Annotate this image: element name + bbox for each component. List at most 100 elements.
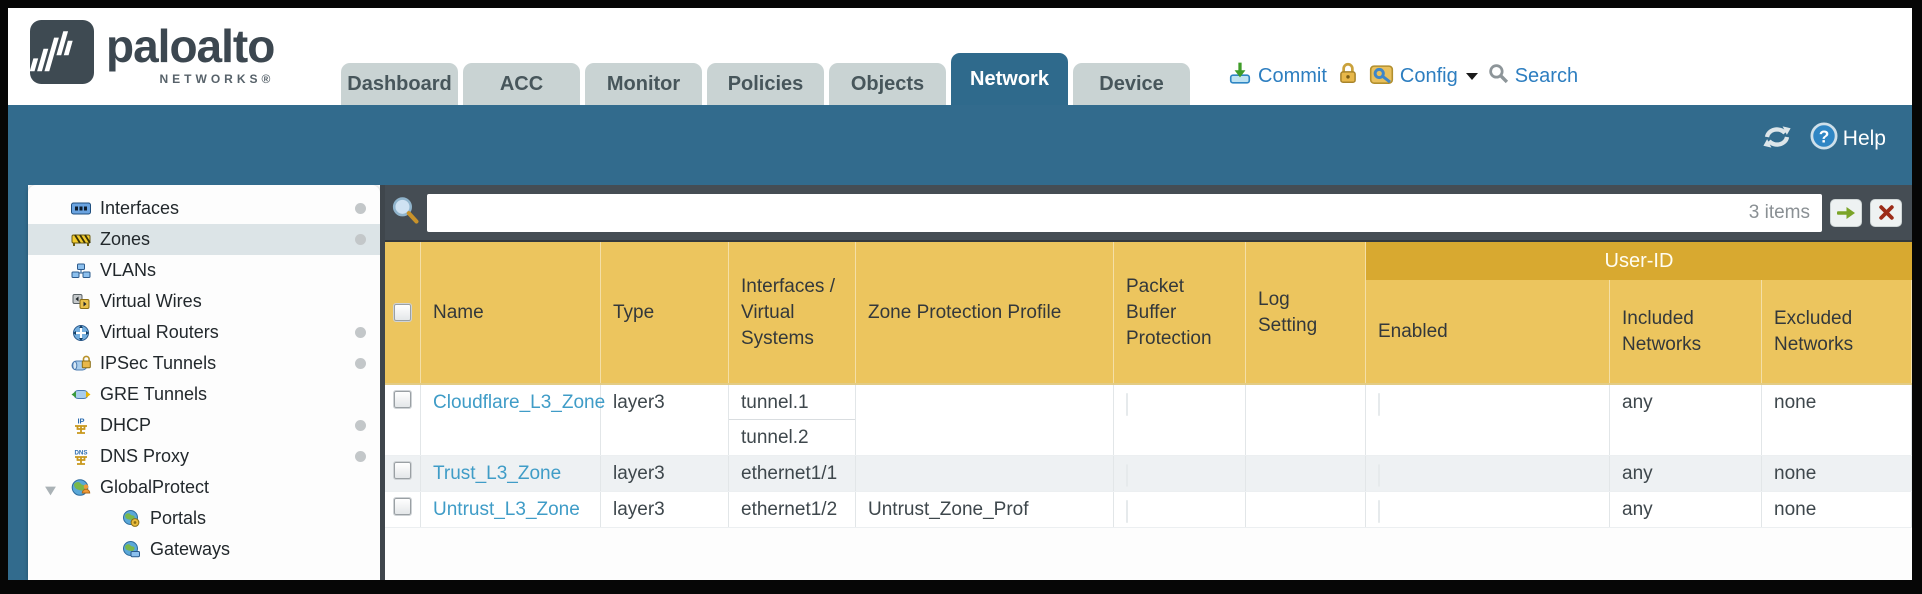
zone-name-link[interactable]: Untrust_L3_Zone [433, 499, 580, 520]
tab-acc[interactable]: ACC [463, 63, 580, 105]
tab-dashboard[interactable]: Dashboard [341, 63, 458, 105]
tab-objects[interactable]: Objects [829, 63, 946, 105]
tab-device[interactable]: Device [1073, 63, 1190, 105]
chevron-down-icon [1465, 72, 1478, 80]
filter-toolbar: 3 items [385, 185, 1912, 240]
log-setting [1246, 456, 1366, 491]
main-nav-tabs: Dashboard ACC Monitor Policies Objects N… [341, 53, 1190, 105]
user-id-enabled-checkbox[interactable] [1378, 393, 1380, 416]
packet-buffer-checkbox[interactable] [1126, 464, 1128, 487]
sidebar-item-dhcp[interactable]: IP DHCP [28, 410, 380, 441]
sidebar-item-gateways[interactable]: Gateways [28, 534, 380, 565]
status-dot [355, 358, 366, 369]
column-header-zone-protection[interactable]: Zone Protection Profile [856, 242, 1114, 383]
expand-triangle-icon[interactable] [44, 481, 57, 502]
column-header-name[interactable]: Name [421, 242, 601, 383]
zone-interfaces: tunnel.1 tunnel.2 [729, 385, 856, 455]
select-all-checkbox[interactable] [393, 303, 412, 322]
table-row: Cloudflare_L3_Zone layer3 tunnel.1 tunne… [385, 385, 1912, 456]
commit-button[interactable]: Commit [1228, 61, 1327, 91]
column-header-excluded-networks[interactable]: Excluded Networks [1762, 280, 1912, 383]
column-header-included-networks[interactable]: Included Networks [1610, 280, 1762, 383]
portals-icon [120, 509, 142, 528]
sidebar-item-dns-proxy[interactable]: DNS DNS Proxy [28, 441, 380, 472]
dns-proxy-icon: DNS [70, 447, 92, 466]
zones-table-body: Cloudflare_L3_Zone layer3 tunnel.1 tunne… [385, 385, 1912, 528]
items-count: 3 items [1748, 201, 1810, 223]
excluded-networks: none [1762, 492, 1912, 527]
interface-entry: tunnel.1 [729, 385, 855, 420]
zone-name-link[interactable]: Cloudflare_L3_Zone [433, 392, 606, 413]
included-networks: any [1610, 456, 1762, 491]
sidebar-item-interfaces[interactable]: Interfaces [28, 193, 380, 224]
select-all-checkbox-cell [385, 242, 421, 383]
zones-table-header: Name Type Interfaces / Virtual Systems Z… [385, 240, 1912, 385]
sidebar-item-globalprotect[interactable]: GlobalProtect [28, 472, 380, 503]
excluded-networks: none [1762, 385, 1912, 455]
column-header-enabled[interactable]: Enabled [1366, 280, 1610, 383]
column-header-packet-buffer[interactable]: Packet Buffer Protection [1114, 242, 1246, 383]
filter-input-wrap: 3 items [427, 193, 1822, 232]
table-empty-area [385, 528, 1912, 580]
column-header-interfaces[interactable]: Interfaces / Virtual Systems [729, 242, 856, 383]
refresh-icon[interactable] [1761, 123, 1793, 156]
packet-buffer-checkbox[interactable] [1126, 500, 1128, 523]
tab-monitor[interactable]: Monitor [585, 63, 702, 105]
sidebar-item-portals[interactable]: Portals [28, 503, 380, 534]
left-teal-strip [8, 185, 28, 580]
zone-interfaces: ethernet1/2 [729, 492, 856, 527]
interface-entry: tunnel.2 [741, 427, 809, 448]
virtual-wires-icon [70, 293, 92, 310]
clear-filter-button[interactable] [1870, 198, 1902, 227]
tab-network[interactable]: Network [951, 53, 1068, 105]
status-dot [355, 234, 366, 245]
sidebar-item-virtual-routers[interactable]: Virtual Routers [28, 317, 380, 348]
zone-name-link[interactable]: Trust_L3_Zone [433, 463, 562, 484]
context-band: ? Help [8, 105, 1912, 185]
sidebar-item-vlans[interactable]: VLANs [28, 255, 380, 286]
zone-protection-profile: Untrust_Zone_Prof [856, 492, 1114, 527]
brand-sub: NETWORKS® [159, 72, 275, 86]
header-actions: Commit Config [1228, 61, 1578, 91]
brand-name: paloalto [106, 20, 275, 72]
filter-input[interactable] [439, 193, 1749, 232]
svg-text:?: ? [1819, 126, 1830, 146]
user-id-group-header: User-ID [1366, 242, 1912, 280]
workspace: Interfaces Zones VLANs Vir [8, 185, 1912, 580]
log-setting [1246, 385, 1366, 455]
zone-type: layer3 [601, 385, 729, 455]
svg-text:IP: IP [77, 417, 84, 426]
packet-buffer-checkbox[interactable] [1126, 393, 1128, 416]
zone-type: layer3 [601, 456, 729, 491]
gre-tunnels-icon [70, 387, 92, 402]
row-checkbox[interactable] [393, 497, 412, 516]
zone-interfaces: ethernet1/1 [729, 456, 856, 491]
user-id-column-group: User-ID Enabled Included Networks Exclud… [1366, 242, 1912, 383]
apply-filter-button[interactable] [1830, 198, 1862, 227]
tab-policies[interactable]: Policies [707, 63, 824, 105]
ipsec-tunnels-icon [70, 355, 92, 372]
row-checkbox[interactable] [393, 390, 412, 409]
sidebar-item-ipsec-tunnels[interactable]: IPSec Tunnels [28, 348, 380, 379]
sidebar-item-gre-tunnels[interactable]: GRE Tunnels [28, 379, 380, 410]
status-dot [355, 451, 366, 462]
table-row: Untrust_L3_Zone layer3 ethernet1/2 Untru… [385, 492, 1912, 528]
user-id-enabled-checkbox[interactable] [1378, 464, 1380, 487]
interfaces-icon [70, 201, 92, 216]
sidebar-divider [380, 185, 385, 580]
column-header-log-setting[interactable]: Log Setting [1246, 242, 1366, 383]
packet-buffer-cell [1114, 456, 1246, 491]
row-checkbox[interactable] [393, 461, 412, 480]
help-button[interactable]: ? Help [1809, 121, 1886, 157]
sidebar-item-virtual-wires[interactable]: Virtual Wires [28, 286, 380, 317]
table-row: Trust_L3_Zone layer3 ethernet1/1 any non… [385, 456, 1912, 492]
search-button[interactable]: Search [1488, 63, 1578, 90]
sidebar-item-zones[interactable]: Zones [28, 224, 380, 255]
help-icon: ? [1809, 121, 1839, 157]
config-menu-button[interactable]: Config [1369, 62, 1478, 91]
lock-icon[interactable] [1337, 61, 1359, 91]
user-id-enabled-checkbox[interactable] [1378, 500, 1380, 523]
column-header-type[interactable]: Type [601, 242, 729, 383]
paloalto-logo-icon [29, 20, 94, 89]
status-dot [355, 420, 366, 431]
